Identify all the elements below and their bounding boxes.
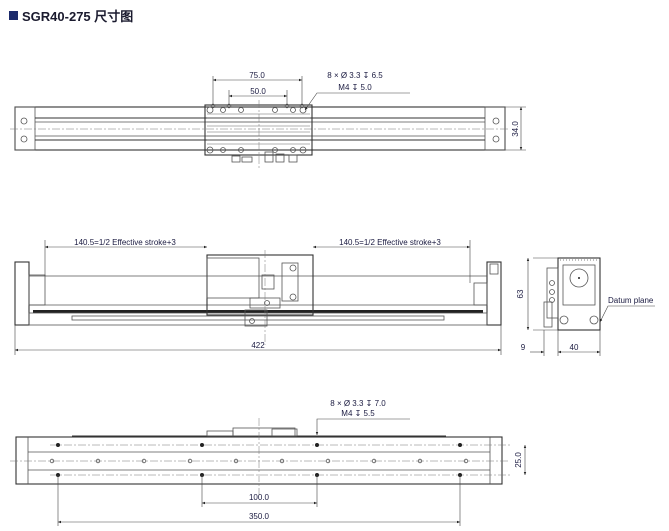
datum-plane-label: Datum plane bbox=[608, 296, 654, 305]
top-callout-line2: M4 ↧ 5.0 bbox=[338, 83, 372, 92]
bottom-dim-25: 25.0 bbox=[514, 452, 523, 468]
bottom-callout-line1: 8 × Ø 3.3 ↧ 7.0 bbox=[330, 399, 386, 408]
end-dim-9: 9 bbox=[521, 343, 526, 352]
title-marker-icon bbox=[9, 11, 18, 20]
end-dim-63: 63 bbox=[516, 289, 525, 298]
side-dim-left: 140.5=1/2 Effective stroke+3 bbox=[74, 238, 176, 247]
top-dim-75: 75.0 bbox=[249, 71, 265, 80]
bottom-dim-350: 350.0 bbox=[249, 512, 270, 521]
title-text: SGR40-275 尺寸图 bbox=[22, 9, 134, 24]
side-dim-right: 140.5=1/2 Effective stroke+3 bbox=[339, 238, 441, 247]
end-dim-40: 40 bbox=[570, 343, 579, 352]
bottom-callout-line2: M4 ↧ 5.5 bbox=[341, 409, 375, 418]
top-dim-50: 50.0 bbox=[250, 87, 266, 96]
top-callout-line1: 8 × Ø 3.3 ↧ 6.5 bbox=[327, 71, 383, 80]
bottom-view bbox=[10, 418, 527, 526]
top-view bbox=[10, 76, 526, 170]
side-view bbox=[14, 240, 502, 355]
end-view bbox=[526, 257, 655, 356]
drawing-title: SGR40-275 尺寸图 bbox=[9, 6, 133, 25]
side-dim-422: 422 bbox=[251, 341, 265, 350]
top-dim-34: 34.0 bbox=[511, 121, 520, 137]
bottom-dim-100: 100.0 bbox=[249, 493, 270, 502]
